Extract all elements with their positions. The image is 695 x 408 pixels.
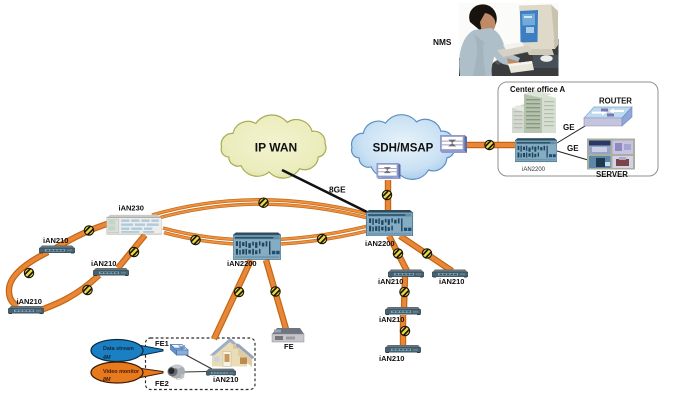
svg-text:Data stream: Data stream — [103, 346, 134, 352]
svg-text:iAN210: iAN210 — [379, 354, 404, 363]
svg-text:iAN2200: iAN2200 — [227, 259, 257, 268]
svg-text:GE: GE — [567, 144, 579, 153]
svg-text:iAN210: iAN210 — [439, 277, 464, 286]
svg-text:8M: 8M — [103, 377, 111, 383]
svg-text:iAN2200: iAN2200 — [522, 167, 546, 173]
svg-text:Video monitor: Video monitor — [103, 369, 140, 375]
svg-text:iAN2200: iAN2200 — [365, 239, 395, 248]
svg-text:iAN230: iAN230 — [119, 204, 144, 213]
svg-text:NMS: NMS — [433, 37, 452, 47]
svg-text:FE: FE — [284, 342, 294, 351]
svg-text:FE2: FE2 — [155, 379, 169, 388]
svg-text:iAN210: iAN210 — [378, 277, 403, 286]
svg-text:IP WAN: IP WAN — [255, 141, 297, 155]
svg-text:iAN210: iAN210 — [379, 315, 404, 324]
svg-text:SDH/MSAP: SDH/MSAP — [373, 143, 434, 155]
svg-text:SERVER: SERVER — [596, 170, 628, 179]
svg-text:Center office A: Center office A — [510, 85, 566, 94]
svg-text:FE1: FE1 — [155, 339, 169, 348]
svg-text:iAN210: iAN210 — [17, 297, 42, 306]
svg-text:iAN210: iAN210 — [213, 375, 238, 384]
svg-text:GE: GE — [563, 123, 575, 132]
svg-text:ROUTER: ROUTER — [599, 97, 632, 106]
svg-text:4M: 4M — [102, 355, 111, 361]
svg-text:iAN210: iAN210 — [91, 259, 116, 268]
svg-text:8GE: 8GE — [329, 185, 346, 195]
svg-text:iAN210: iAN210 — [43, 236, 68, 245]
